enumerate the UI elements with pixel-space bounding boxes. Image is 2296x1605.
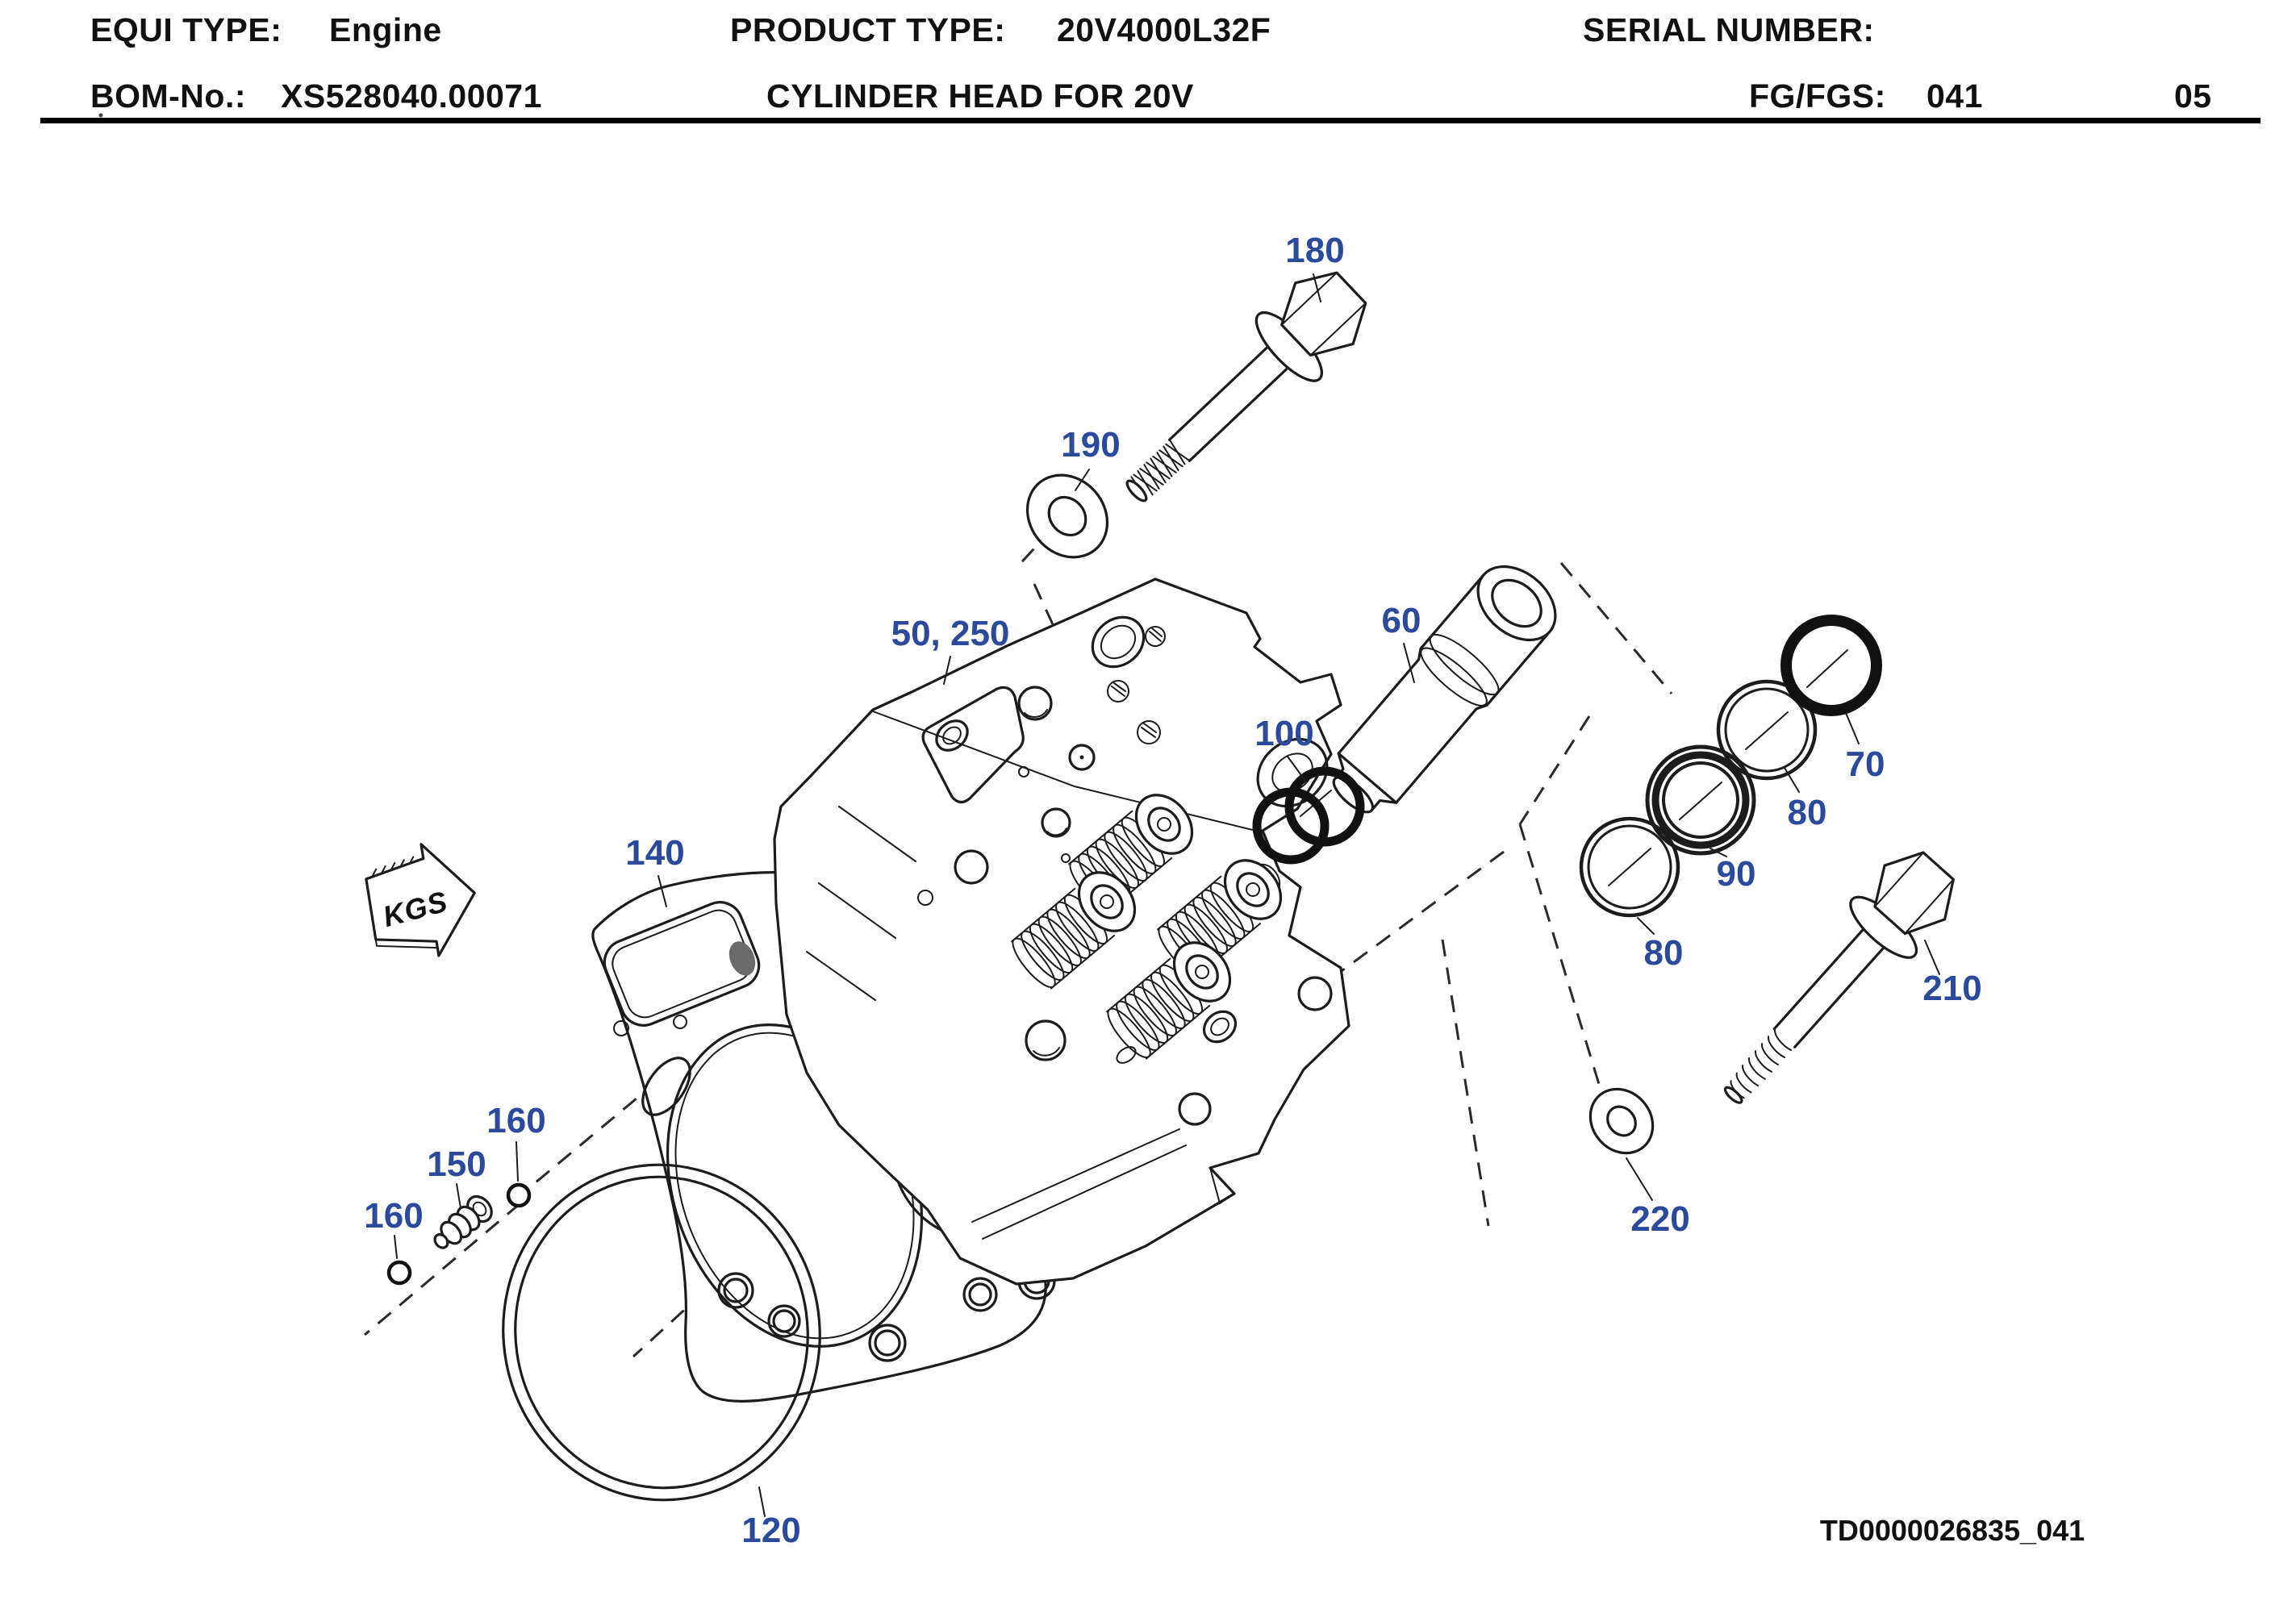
oring-70 bbox=[1780, 615, 1882, 716]
equi-type-value: Engine bbox=[329, 11, 442, 48]
callout-120: 120 bbox=[741, 1511, 800, 1550]
oring-120 bbox=[502, 1163, 821, 1502]
page-number: 05 bbox=[2174, 77, 2212, 115]
fg-fgs-label: FG/FGS: bbox=[1749, 77, 1886, 115]
bom-label: BOM-No.: bbox=[90, 77, 247, 115]
callout-150: 150 bbox=[427, 1144, 486, 1184]
callout-labels: 180 190 50, 250 60 100 70 80 90 80 140 2… bbox=[364, 231, 1981, 1550]
washer-190 bbox=[1025, 473, 1109, 559]
equi-type-label: EQUI TYPE: bbox=[90, 11, 282, 48]
threaded-hole bbox=[1107, 626, 1166, 744]
callout-220: 220 bbox=[1630, 1199, 1689, 1239]
product-subtitle: CYLINDER HEAD FOR 20V bbox=[766, 77, 1194, 115]
valve-springs bbox=[1011, 794, 1283, 1060]
dot-mark bbox=[98, 113, 103, 118]
callout-90: 90 bbox=[1717, 854, 1756, 894]
callout-140: 140 bbox=[625, 833, 684, 873]
product-type-label: PRODUCT TYPE: bbox=[730, 11, 1006, 48]
serial-number-label: SERIAL NUMBER: bbox=[1583, 11, 1875, 48]
callout-180: 180 bbox=[1285, 231, 1344, 270]
ring-80-lower bbox=[1579, 816, 1680, 918]
ring-90 bbox=[1645, 744, 1756, 856]
callout-80-lower: 80 bbox=[1644, 933, 1684, 973]
callout-210: 210 bbox=[1922, 969, 1981, 1008]
bolt-210-threads bbox=[1730, 1028, 1792, 1099]
drawing-id: TD0000026835_041 bbox=[1820, 1514, 2085, 1547]
plug-150 bbox=[433, 1194, 493, 1249]
kgs-direction-arrow: KGS bbox=[365, 843, 476, 957]
bolt-180-threads bbox=[1130, 439, 1190, 500]
callout-160-upper: 160 bbox=[486, 1101, 545, 1140]
callout-60: 60 bbox=[1382, 601, 1421, 640]
header-rule bbox=[40, 118, 2261, 123]
oring-160-lower bbox=[386, 1260, 412, 1286]
product-type-value: 20V4000L32F bbox=[1057, 11, 1271, 48]
bolt-180 bbox=[1125, 271, 1367, 502]
bolt-210 bbox=[1723, 851, 1955, 1104]
oring-160-upper bbox=[506, 1182, 532, 1208]
callout-100: 100 bbox=[1254, 714, 1313, 753]
callout-160-lower: 160 bbox=[364, 1196, 423, 1236]
sleeve-60 bbox=[1332, 565, 1557, 814]
callout-80-upper: 80 bbox=[1788, 793, 1827, 832]
cylinder-head-50-250 bbox=[773, 577, 1350, 1286]
fg-fgs-value: 041 bbox=[1927, 77, 1983, 115]
washer-220 bbox=[1588, 1087, 1655, 1155]
orings-100 bbox=[1252, 766, 1365, 865]
callout-190: 190 bbox=[1061, 425, 1120, 465]
callout-50-250: 50, 250 bbox=[891, 614, 1010, 653]
bom-value: XS528040.00071 bbox=[281, 77, 542, 115]
callout-leader-lines bbox=[394, 273, 1940, 1517]
ring-80-upper bbox=[1716, 679, 1818, 781]
callout-70: 70 bbox=[1846, 744, 1885, 784]
